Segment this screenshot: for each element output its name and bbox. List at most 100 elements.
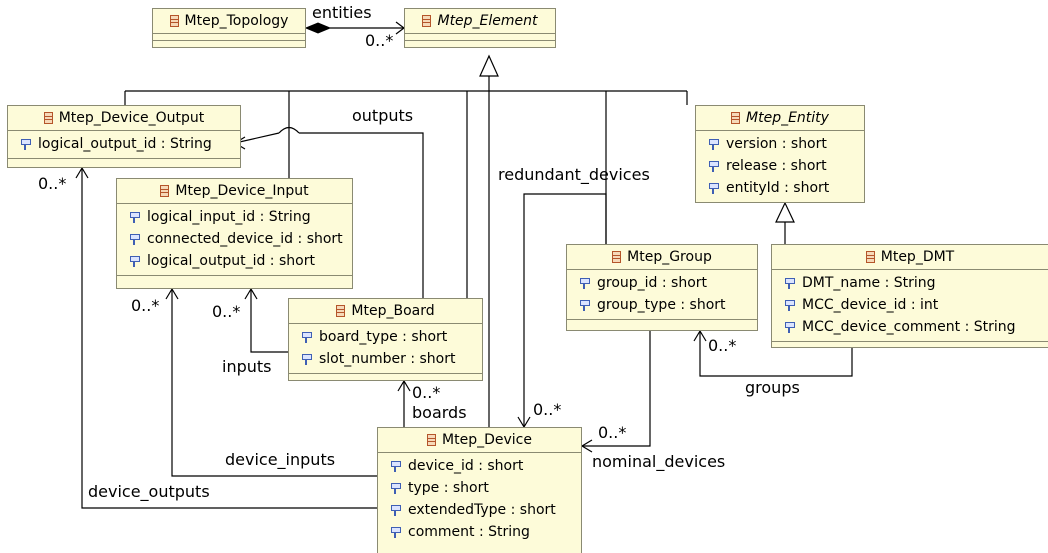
arrowhead xyxy=(244,287,258,300)
association-device-outputs xyxy=(81,168,377,509)
attribute-text: type : short xyxy=(408,480,489,496)
attribute-icon xyxy=(708,181,719,195)
association-inputs xyxy=(250,289,288,353)
attribute-icon xyxy=(708,159,719,173)
arrowhead xyxy=(580,439,593,453)
attribute-icon xyxy=(129,254,140,268)
class-icon xyxy=(865,251,875,263)
attribute-row: MCC_device_comment : String xyxy=(772,316,1048,338)
attribute-row: release : short xyxy=(696,155,864,177)
label-groups: groups xyxy=(745,378,800,397)
attribute-text: logical_output_id : String xyxy=(38,136,212,152)
class-name: Mtep_Entity xyxy=(746,110,829,126)
class-header: Mtep_DMT xyxy=(772,245,1048,270)
attribute-text: group_type : short xyxy=(597,297,726,313)
attribute-row: entityId : short xyxy=(696,177,864,199)
label-device-inputs: device_inputs xyxy=(225,450,336,469)
attribute-compartment: group_id : short group_type : short xyxy=(567,270,757,320)
class-name: Mtep_Board xyxy=(351,303,435,319)
line-crossing-hop xyxy=(278,126,300,134)
class-header: Mtep_Element xyxy=(405,9,555,34)
attribute-text: comment : String xyxy=(408,524,530,540)
attribute-text: DMT_name : String xyxy=(802,275,936,291)
attribute-icon xyxy=(301,352,312,366)
association-nominal xyxy=(582,331,651,447)
attribute-icon xyxy=(579,276,590,290)
mult-device-inputs: 0..* xyxy=(131,296,160,315)
attribute-text: logical_output_id : short xyxy=(147,253,315,269)
attribute-row: group_type : short xyxy=(567,294,757,316)
attribute-text: group_id : short xyxy=(597,275,708,291)
association-redundant xyxy=(523,193,607,427)
mult-entities: 0..* xyxy=(365,31,394,50)
attribute-compartment xyxy=(405,34,555,41)
attribute-compartment: DMT_name : String MCC_device_id : int MC… xyxy=(772,270,1048,342)
attribute-row: slot_number : short xyxy=(289,348,482,370)
attribute-compartment: logical_input_id : String connected_devi… xyxy=(117,204,352,276)
class-icon xyxy=(427,434,437,446)
class-mtep-device-output[interactable]: Mtep_Device_Output logical_output_id : S… xyxy=(7,105,241,168)
association-device-inputs xyxy=(171,289,377,477)
class-mtep-device[interactable]: Mtep_Device device_id : short type : sho… xyxy=(377,427,582,553)
class-name: Mtep_Device_Input xyxy=(175,183,309,199)
attribute-text: version : short xyxy=(726,136,827,152)
attribute-row: group_id : short xyxy=(567,272,757,294)
class-name: Mtep_Topology xyxy=(184,13,289,29)
attribute-text: extendedType : short xyxy=(408,502,556,518)
attribute-text: MCC_device_comment : String xyxy=(802,319,1016,335)
class-icon xyxy=(422,15,432,27)
class-icon xyxy=(160,185,170,197)
attribute-icon xyxy=(784,320,795,334)
attribute-icon xyxy=(390,525,401,539)
label-device-outputs: device_outputs xyxy=(88,482,210,501)
generalization-triangle xyxy=(479,54,499,77)
class-header: Mtep_Device_Output xyxy=(8,106,240,131)
attribute-icon xyxy=(20,137,31,151)
attribute-row: version : short xyxy=(696,133,864,155)
class-mtep-element[interactable]: Mtep_Element xyxy=(404,8,556,48)
class-mtep-board[interactable]: Mtep_Board board_type : short slot_numbe… xyxy=(288,298,483,381)
label-boards: boards xyxy=(412,403,467,422)
attribute-text: board_type : short xyxy=(319,329,448,345)
attribute-compartment: device_id : short type : short extendedT… xyxy=(378,453,581,546)
arrowhead xyxy=(75,166,89,179)
class-mtep-dmt[interactable]: Mtep_DMT DMT_name : String MCC_device_id… xyxy=(771,244,1048,348)
attribute-row: logical_input_id : String xyxy=(117,206,352,228)
attribute-icon xyxy=(390,481,401,495)
class-name: Mtep_Element xyxy=(437,13,538,29)
class-header: Mtep_Group xyxy=(567,245,757,270)
attribute-icon xyxy=(129,232,140,246)
attribute-icon xyxy=(708,137,719,151)
attribute-compartment xyxy=(153,34,305,41)
class-mtep-topology[interactable]: Mtep_Topology xyxy=(152,8,306,48)
attribute-icon xyxy=(784,276,795,290)
mult-redundant-devices: 0..* xyxy=(533,400,562,419)
attribute-icon xyxy=(129,210,140,224)
class-header: Mtep_Board xyxy=(289,299,482,324)
mult-inputs: 0..* xyxy=(212,302,241,321)
class-icon xyxy=(731,112,741,124)
label-entities: entities xyxy=(312,3,372,22)
attribute-icon xyxy=(784,298,795,312)
class-mtep-device-input[interactable]: Mtep_Device_Input logical_input_id : Str… xyxy=(116,178,353,289)
mult-groups: 0..* xyxy=(708,336,737,355)
attribute-text: entityId : short xyxy=(726,180,830,196)
class-header: Mtep_Device_Input xyxy=(117,179,352,204)
attribute-row: logical_output_id : short xyxy=(117,250,352,272)
composition-diamond xyxy=(304,22,332,34)
attribute-text: release : short xyxy=(726,158,827,174)
attribute-row: MCC_device_id : int xyxy=(772,294,1048,316)
association-outputs xyxy=(234,132,280,144)
attribute-icon xyxy=(301,330,312,344)
class-header: Mtep_Device xyxy=(378,428,581,453)
class-header: Mtep_Entity xyxy=(696,106,864,131)
class-mtep-group[interactable]: Mtep_Group group_id : short group_type :… xyxy=(566,244,758,331)
attribute-icon xyxy=(579,298,590,312)
attribute-row: device_id : short xyxy=(378,455,581,477)
class-mtep-entity[interactable]: Mtep_Entity version : short release : sh… xyxy=(695,105,865,203)
attribute-row: extendedType : short xyxy=(378,499,581,521)
class-name: Mtep_Group xyxy=(627,249,712,265)
attribute-text: connected_device_id : short xyxy=(147,231,343,247)
